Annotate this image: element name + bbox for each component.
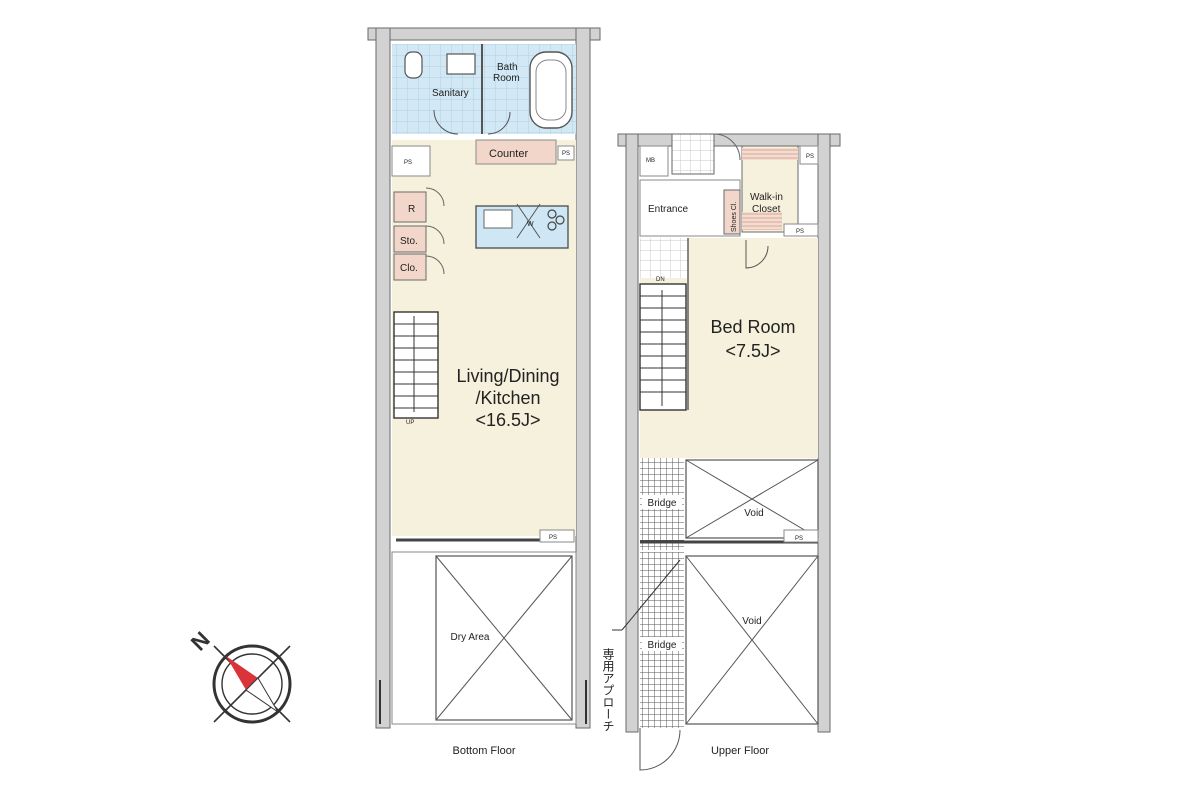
approach-leader-line (621, 559, 681, 631)
washbasin (446, 53, 476, 75)
bathtub (529, 51, 573, 129)
kitchen-sink (483, 209, 513, 229)
label-wash: W (527, 221, 534, 228)
ps-box-closet (799, 145, 819, 165)
upper-floor: 専用アプローチ MB Entrance Walk-in Closet Shoes… (601, 133, 841, 771)
counter (475, 139, 557, 165)
label-sanitary: Sanitary (432, 88, 469, 99)
bottom-left-wall (375, 27, 391, 729)
entrance-tile (671, 133, 715, 175)
ps-box-left (391, 145, 431, 177)
bottom-right-wall (575, 27, 591, 729)
upper-stair (639, 283, 687, 411)
label-stair-down: DN (656, 277, 665, 283)
label-bridge-top: Bridge (648, 498, 677, 509)
caption-bottom-floor: Bottom Floor (453, 745, 516, 757)
bathtub-inner (535, 59, 567, 121)
sanitary-door-swing (433, 109, 459, 135)
label-meter: MB (646, 158, 655, 164)
label-ps-closet: PS (806, 154, 814, 160)
label-ps-left: PS (404, 160, 412, 166)
bottom-top-wall (367, 27, 601, 41)
stove-burner (547, 209, 557, 219)
entrance-door-swing (713, 133, 741, 161)
label-stair-up: UP (406, 420, 414, 426)
label-storage: Sto. (400, 236, 418, 247)
approach-gate-swing (639, 728, 681, 771)
bath-door-swing (487, 111, 511, 135)
bridge-bottom-label-bg (642, 637, 682, 651)
label-ps-void: PS (795, 536, 803, 542)
ps-box-ldk (539, 529, 575, 543)
ps-box-bed (783, 223, 819, 237)
stove-burner (555, 215, 565, 225)
upper-left-wall (625, 133, 639, 733)
label-ldk-line2: /Kitchen (475, 388, 540, 408)
refrigerator-space (393, 191, 427, 223)
label-ps-ldk: PS (549, 535, 557, 541)
bottom-floor: Sanitary Bath Room Counter R Sto. Clo. W… (367, 27, 601, 757)
ps-box-void (783, 529, 819, 543)
bottom-stair (393, 311, 439, 419)
bed-door-swing (745, 240, 769, 269)
compass-north-label: N (186, 627, 215, 656)
label-ldk-size: <16.5J> (475, 410, 540, 430)
label-ps-counter: PS (562, 151, 570, 157)
label-bath-line2: Room (493, 73, 520, 84)
label-dry-area: Dry Area (451, 632, 490, 643)
caption-upper-floor: Upper Floor (711, 745, 769, 757)
label-closet: Clo. (400, 263, 418, 274)
label-bed-size: <7.5J> (725, 341, 780, 361)
bridge-top-label-bg (642, 495, 682, 509)
label-ps-bed: PS (796, 229, 804, 235)
stove-burner (547, 221, 557, 231)
label-shoes-closet: Shoes Cl. (731, 202, 738, 232)
toilet (404, 51, 423, 79)
compass-icon: N (186, 627, 292, 724)
upper-right-wall (817, 133, 831, 733)
label-void-bottom: Void (742, 616, 761, 627)
label-bed-room: Bed Room (710, 317, 795, 337)
entrance (639, 179, 741, 237)
label-bath-line1: Bath (497, 62, 518, 73)
label-bridge-bottom: Bridge (648, 640, 677, 651)
upper-top-wall (617, 133, 841, 147)
label-ldk-line1: Living/Dining (456, 366, 559, 386)
dry-area (391, 551, 577, 725)
ps-box-counter (557, 145, 575, 161)
label-walk-in-line1: Walk-in (750, 192, 783, 203)
compass-north-needle (226, 656, 258, 690)
closet-rail-top (742, 148, 798, 160)
label-walk-in-line2: Closet (752, 204, 781, 215)
label-entrance: Entrance (648, 204, 688, 215)
closet (393, 253, 427, 281)
label-private-approach: 専用アプローチ (601, 648, 615, 732)
stair-landing (640, 238, 688, 278)
label-refrigerator: R (408, 204, 415, 215)
storage (393, 225, 427, 253)
compass-south-needle (245, 677, 279, 713)
kitchen-hood-mark (516, 203, 541, 239)
meter-box (639, 145, 669, 177)
shoes-closet (723, 189, 741, 235)
label-counter: Counter (489, 148, 528, 160)
label-void-top: Void (744, 508, 763, 519)
closet-rail-bottom (742, 212, 782, 230)
